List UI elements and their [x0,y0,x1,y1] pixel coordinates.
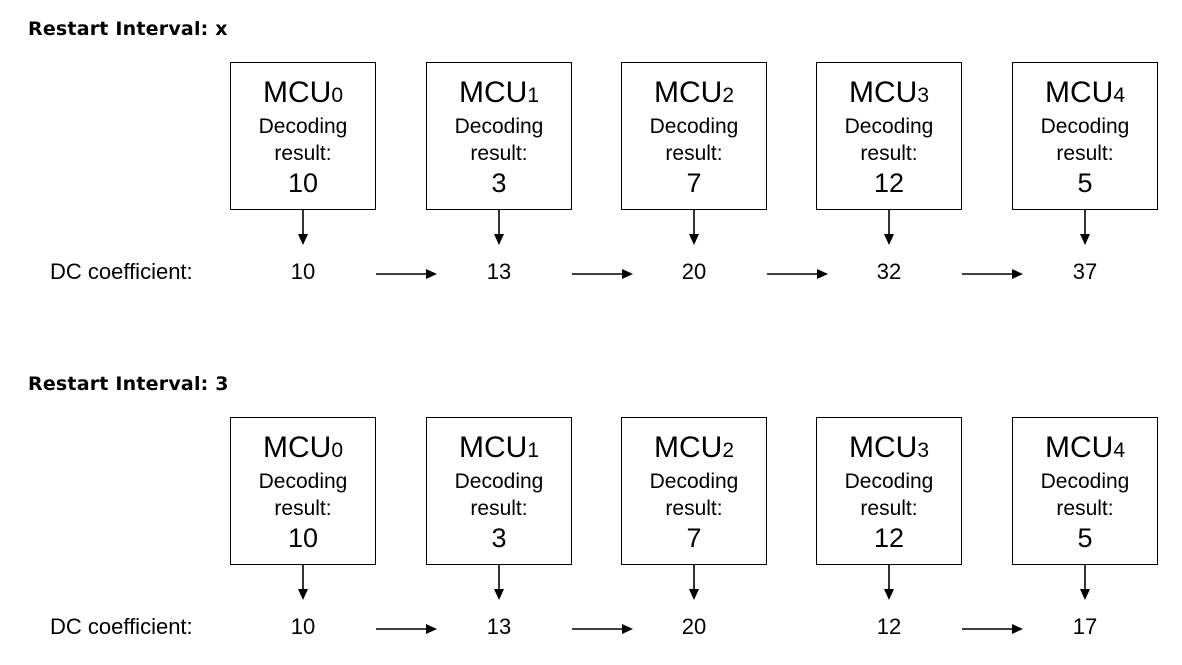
dc-value-1: 13 [486,259,512,284]
mcu-index: 1 [527,439,539,462]
mcu-index: 4 [1113,439,1125,462]
down-arrow-4 [1080,210,1090,245]
dc-value-2: 20 [681,614,707,639]
mcu-index: 1 [527,84,539,107]
down-arrow-3 [884,565,894,600]
dc-value-0: 10 [290,614,316,639]
dc-value-0: 10 [290,259,316,284]
mcu-name: MCU2 [653,431,734,464]
right-arrow-1 [572,624,633,634]
right-arrow-2 [767,269,828,279]
mcu-index: 2 [722,84,734,107]
dc-coefficient-label: DC coefficient: [50,614,193,639]
mcu-name: MCU0 [262,431,343,464]
section-title: Restart Interval: 3 [28,373,229,395]
mcu-decoding-value: 7 [686,168,702,198]
mcu-name: MCU4 [1044,76,1125,109]
dc-value-4: 17 [1072,614,1098,639]
dc-value-1: 13 [486,614,512,639]
mcu-index: 3 [917,84,929,107]
down-arrow-2 [689,565,699,600]
down-arrow-1 [494,565,504,600]
mcu-name: MCU1 [458,431,539,464]
mcu-index: 3 [917,439,929,462]
down-arrow-0 [298,210,308,245]
mcu-name: MCU4 [1044,431,1125,464]
right-arrow-3 [962,624,1023,634]
mcu-decoding-value: 12 [873,168,905,198]
mcu-index: 0 [331,439,343,462]
mcu-name: MCU1 [458,76,539,109]
mcu-index: 0 [331,84,343,107]
down-arrow-2 [689,210,699,245]
mcu-name: MCU2 [653,76,734,109]
section-title: Restart Interval: x [28,18,228,40]
mcu-index: 4 [1113,84,1125,107]
right-arrow-1 [572,269,633,279]
down-arrow-3 [884,210,894,245]
right-arrow-0 [376,624,437,634]
right-arrow-0 [376,269,437,279]
down-arrow-4 [1080,565,1090,600]
mcu-index: 2 [722,439,734,462]
mcu-decoding-value: 5 [1077,523,1093,553]
mcu-decoding-value: 3 [491,168,507,198]
dc-value-3: 12 [876,614,902,639]
dc-coefficient-label: DC coefficient: [50,259,193,284]
mcu-decoding-value: 10 [287,168,319,198]
mcu-name: MCU3 [848,76,929,109]
dc-value-4: 37 [1072,259,1098,284]
dc-value-2: 20 [681,259,707,284]
mcu-name: MCU3 [848,431,929,464]
mcu-decoding-value: 3 [491,523,507,553]
mcu-decoding-value: 10 [287,523,319,553]
mcu-decoding-value: 7 [686,523,702,553]
mcu-decoding-value: 12 [873,523,905,553]
right-arrow-3 [962,269,1023,279]
down-arrow-1 [494,210,504,245]
dc-value-3: 32 [876,259,902,284]
mcu-decoding-value: 5 [1077,168,1093,198]
mcu-name: MCU0 [262,76,343,109]
down-arrow-0 [298,565,308,600]
